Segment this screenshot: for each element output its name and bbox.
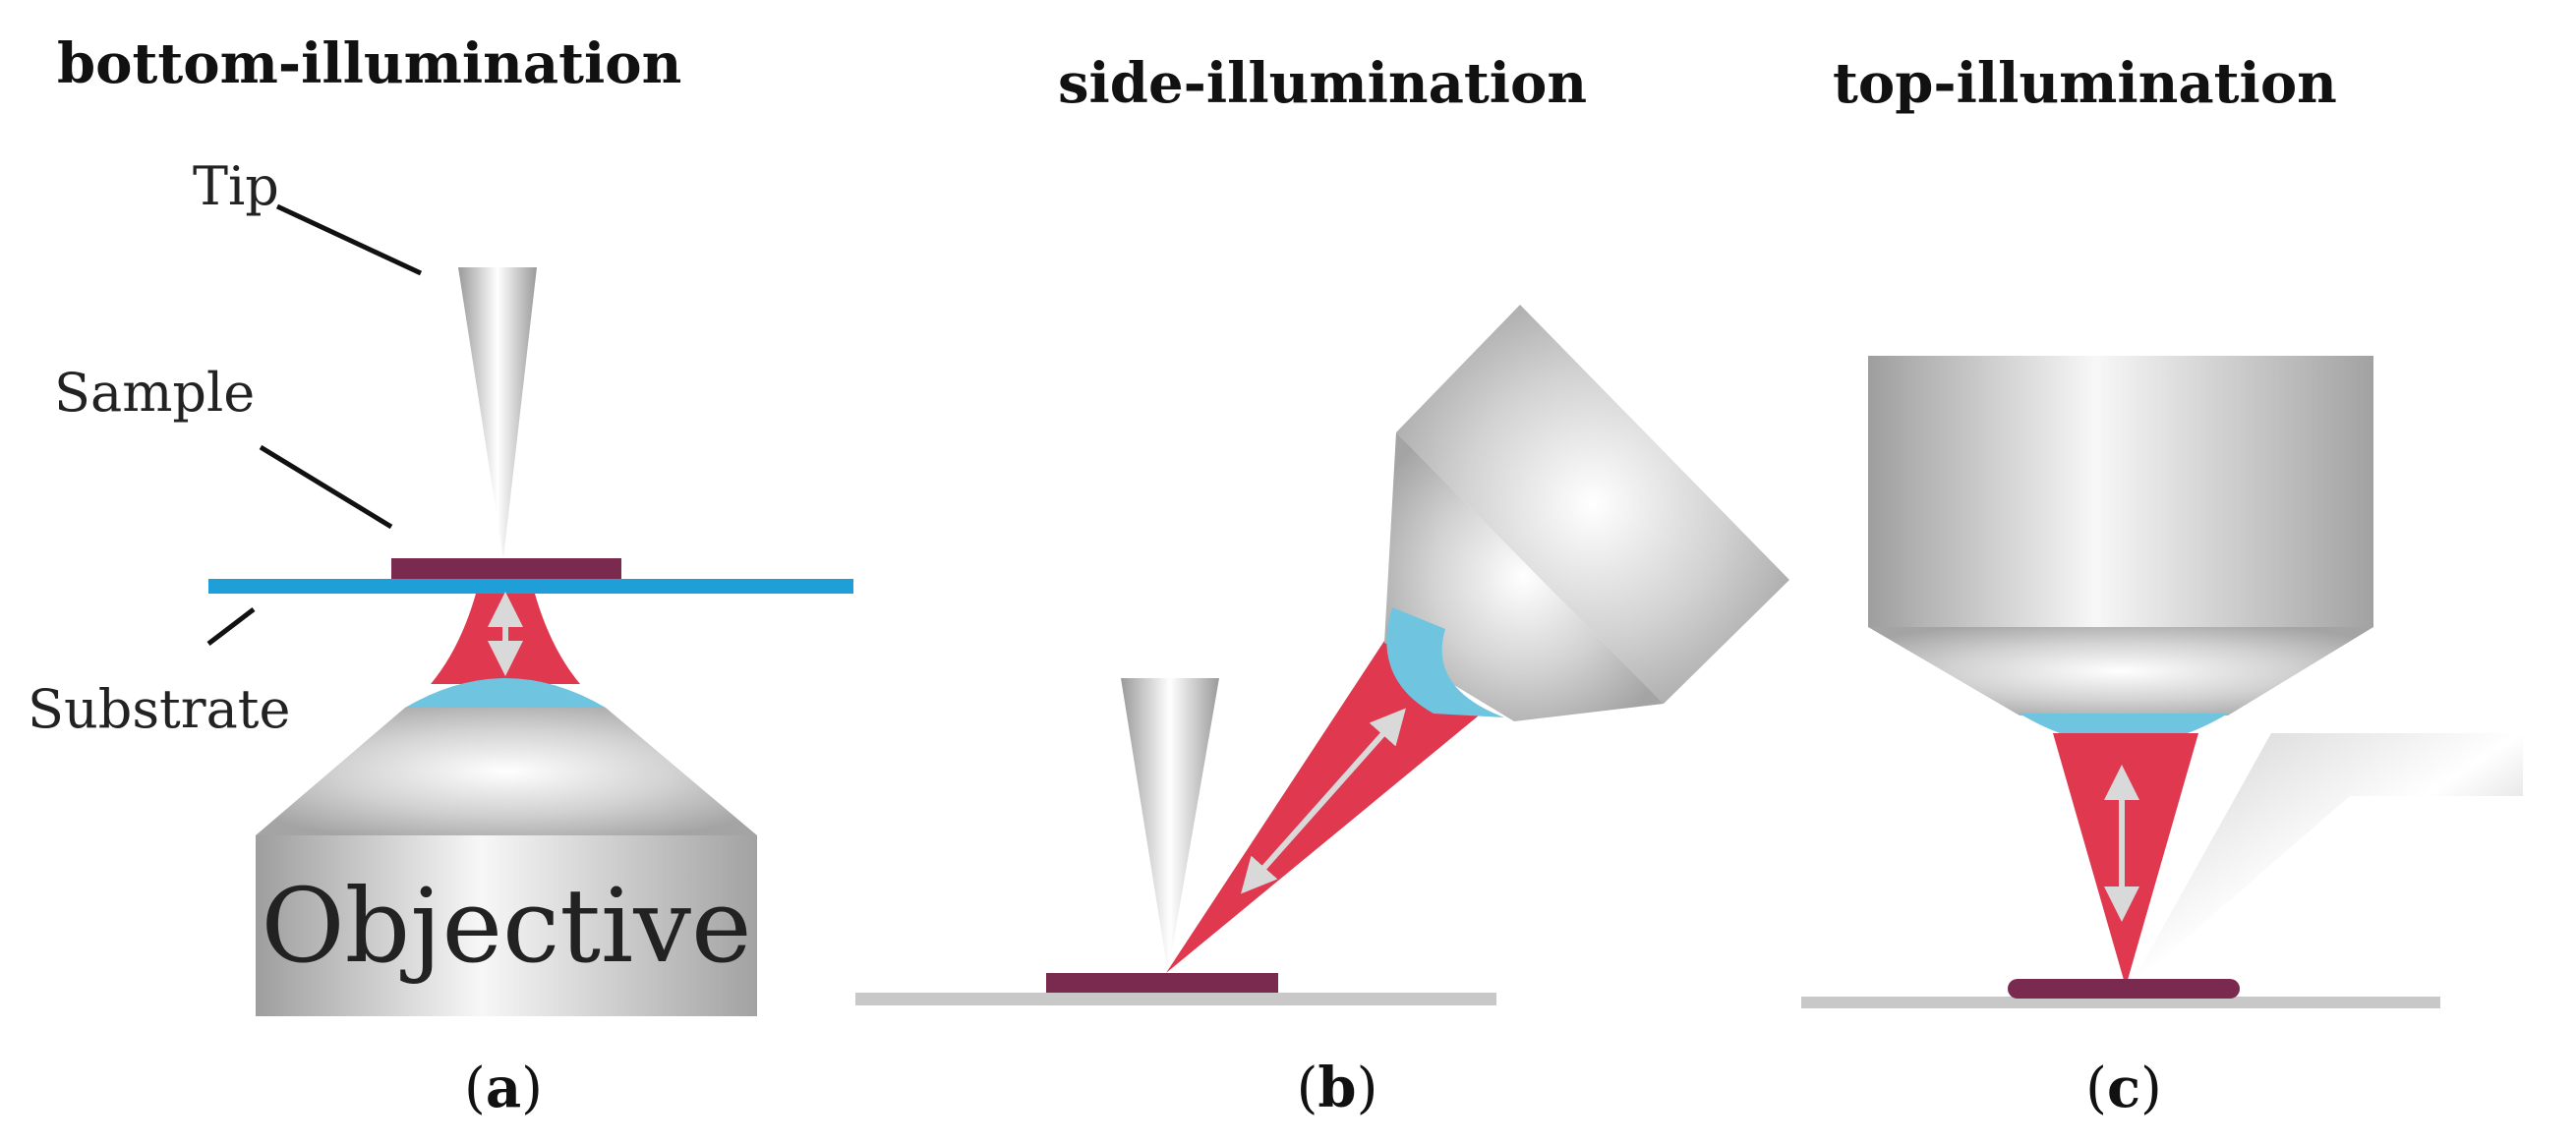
sample-leader-line [259, 444, 393, 530]
tip-leader-line [275, 203, 423, 276]
sample-flake-icon [1046, 973, 1278, 993]
panel-b-heading: side-illumination [1058, 51, 1587, 116]
floor-substrate-icon [1801, 997, 2440, 1008]
objective-body-icon [1396, 305, 1789, 704]
substrate-label: Substrate [28, 678, 290, 740]
objective-body-icon [1868, 356, 2373, 627]
sample-flake-icon [2008, 979, 2240, 999]
afm-tip-icon [458, 267, 537, 558]
substrate-slab-icon [208, 579, 853, 594]
substrate-leader-line [206, 607, 256, 646]
sample-label: Sample [54, 362, 255, 424]
panel-c-top-illumination: top-illumination (c) [1801, 51, 2523, 1120]
sample-flake-icon [391, 558, 621, 579]
panel-b-caption: (b) [1297, 1056, 1378, 1120]
panel-c-caption: (c) [2085, 1056, 2162, 1120]
objective-cone-icon [1868, 627, 2373, 715]
objective-label: Objective [261, 866, 751, 986]
objective-body-icon [256, 835, 757, 1016]
objective-cone-icon [256, 708, 757, 835]
tip-label: Tip [193, 155, 279, 217]
afm-cantilever-icon [2130, 733, 2523, 987]
floor-substrate-icon [855, 993, 1496, 1005]
panel-b-side-illumination: side-illumination (b) [855, 51, 1789, 1120]
panel-c-heading: top-illumination [1833, 51, 2337, 116]
laser-beam-icon [2053, 733, 2198, 987]
panel-a-caption: (a) [464, 1056, 543, 1120]
polarization-arrow-icon [1241, 708, 1406, 894]
immersion-drop-icon [405, 678, 606, 708]
afm-tip-icon [1121, 678, 1219, 973]
panel-a-heading: bottom-illumination [57, 31, 681, 96]
panel-a-bottom-illumination: bottom-illumination Tip Sample Substrate… [28, 31, 853, 1120]
immersion-drop-icon [1386, 607, 1504, 717]
objective-cone-icon [1384, 432, 1664, 721]
